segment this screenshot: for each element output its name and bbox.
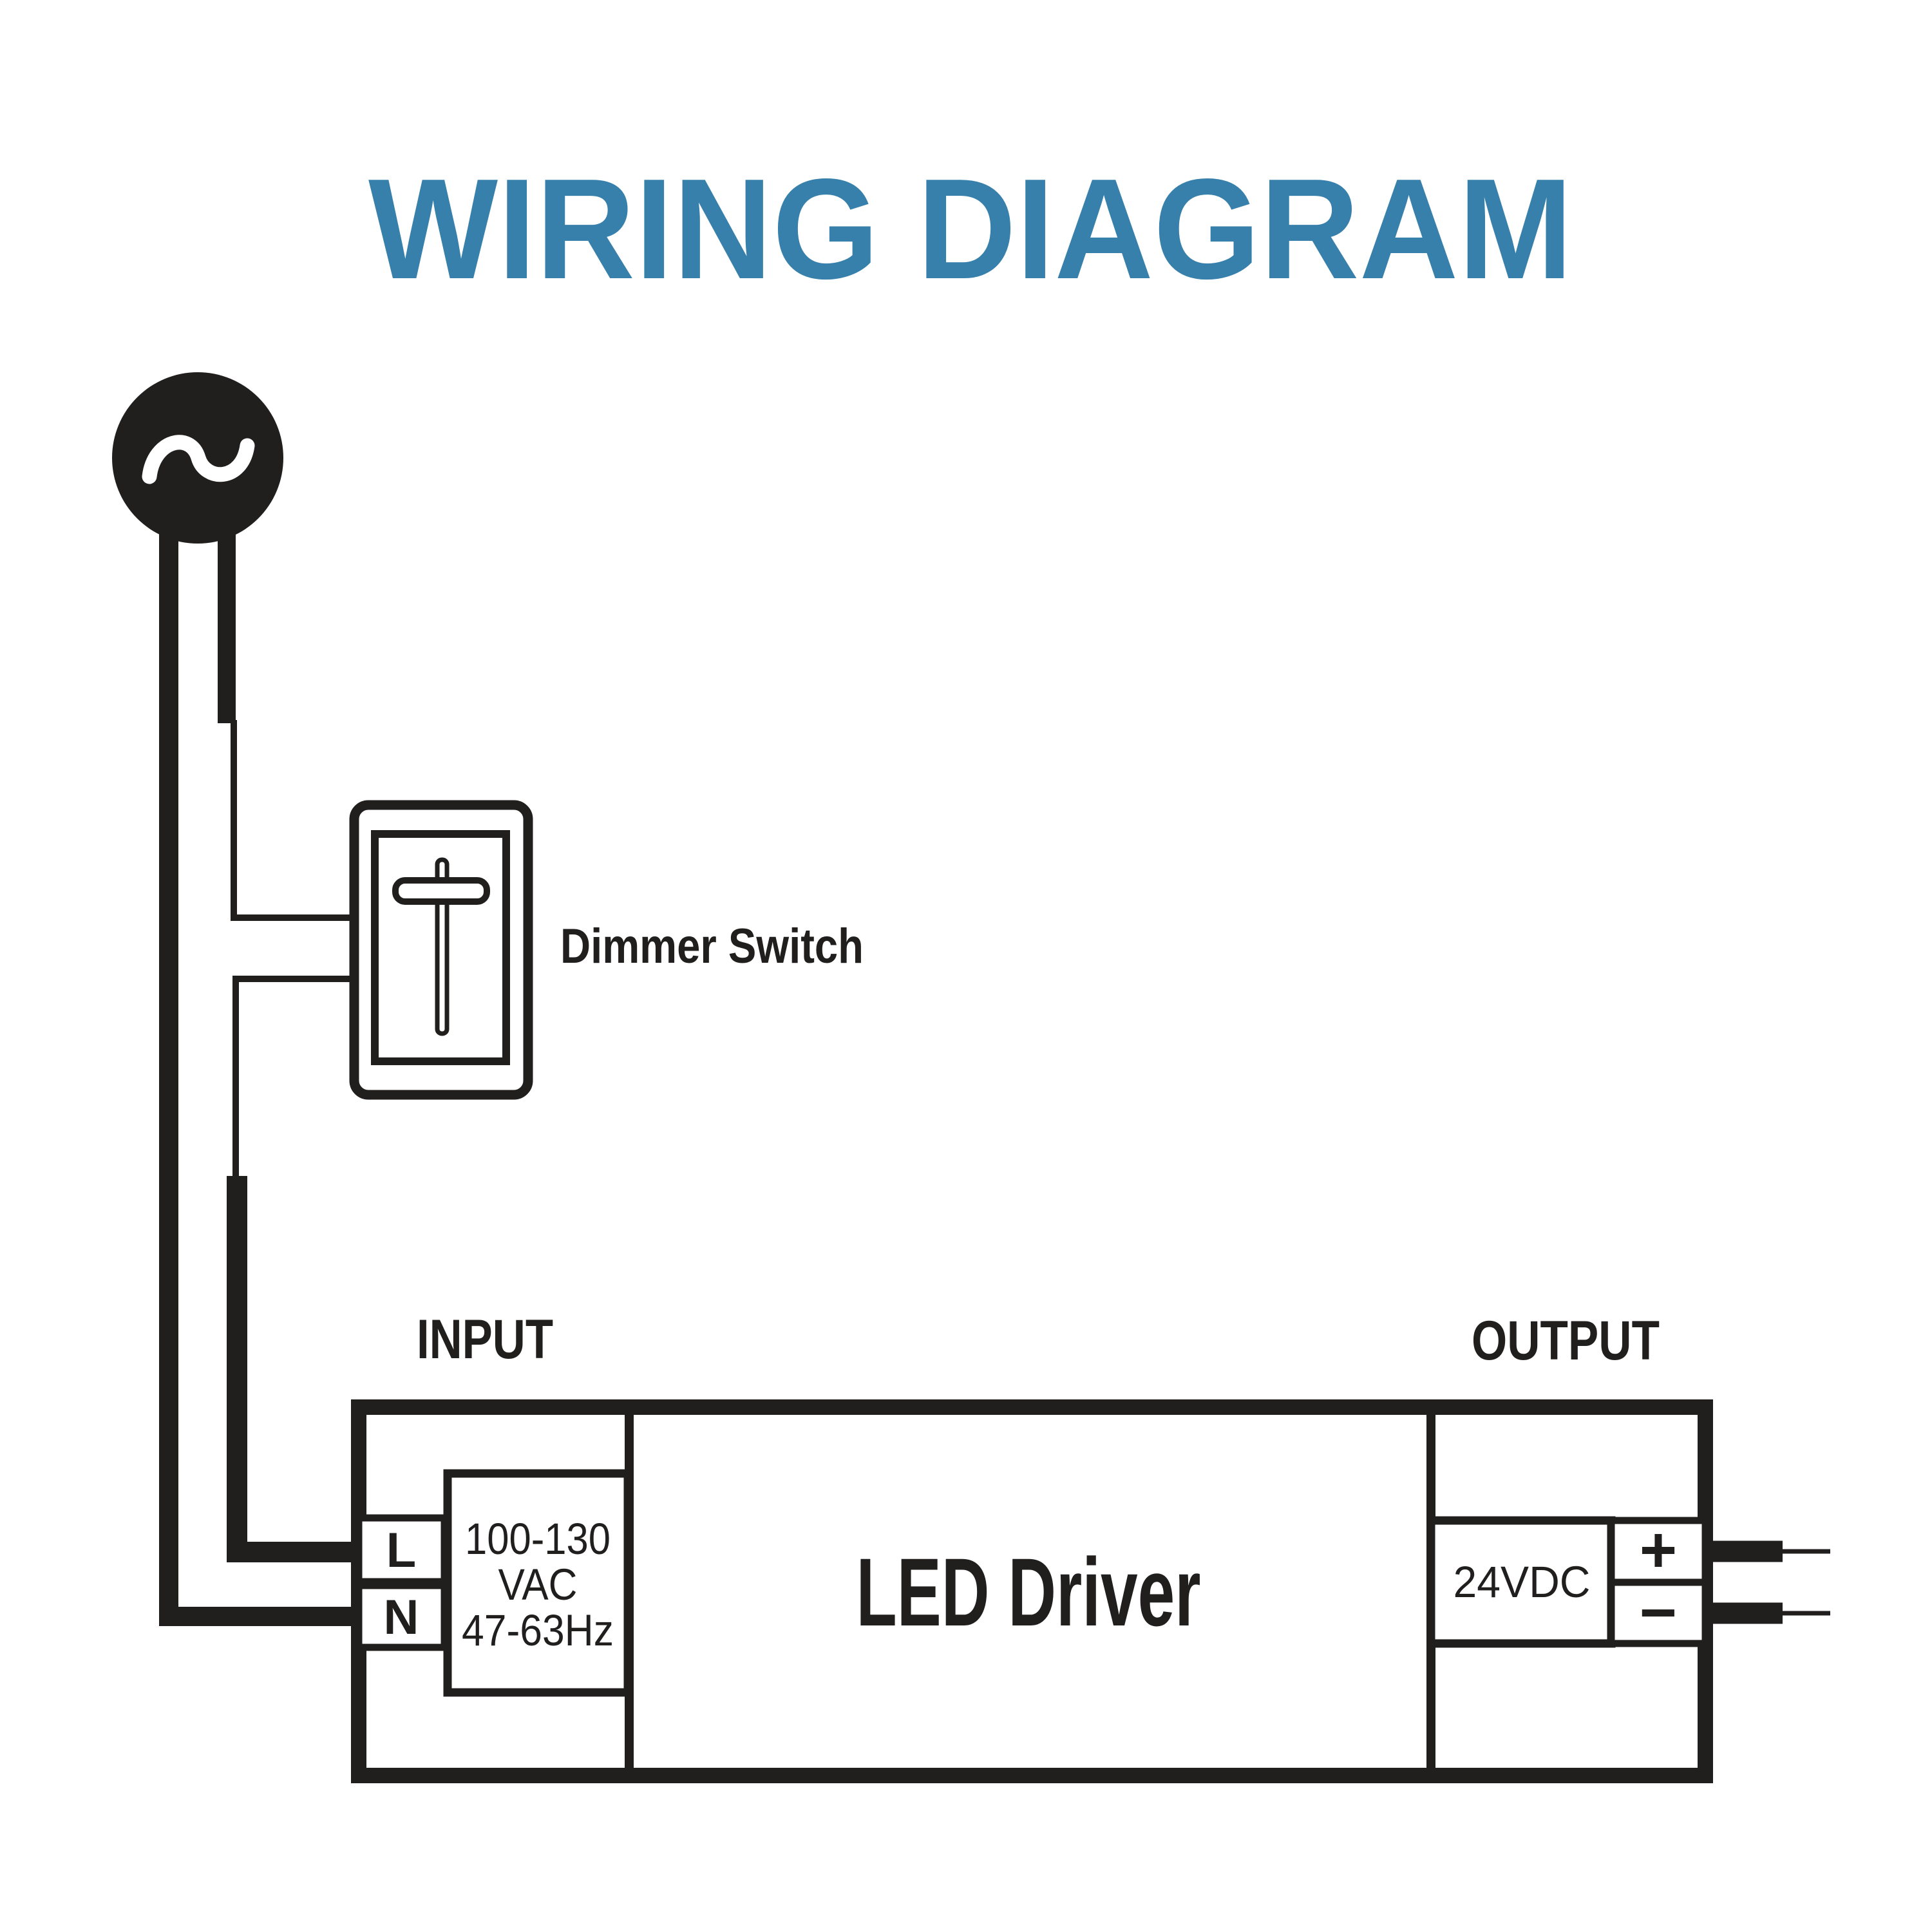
input-label: INPUT bbox=[417, 1309, 553, 1370]
negative-terminal-box bbox=[1607, 1578, 1709, 1647]
input-rating-line1: 100-130 bbox=[465, 1514, 611, 1564]
output-label: OUTPUT bbox=[1472, 1310, 1660, 1372]
live-terminal-label: L bbox=[386, 1523, 416, 1578]
dimmer-return-wire bbox=[227, 976, 364, 1562]
output-terminal-cluster bbox=[1426, 1516, 1709, 1648]
dimmer-slider-handle bbox=[392, 877, 490, 905]
live-wire bbox=[218, 509, 355, 921]
input-rating-line2: VAC bbox=[498, 1560, 578, 1609]
dimmer-switch-icon bbox=[349, 800, 533, 1100]
led-driver-label: LED Driver bbox=[857, 1538, 1201, 1646]
dimmer-switch-label: Dimmer Switch bbox=[560, 919, 864, 974]
live-terminal-box bbox=[355, 1514, 448, 1586]
sine-wave-icon bbox=[142, 435, 255, 484]
negative-terminal-label: − bbox=[1640, 1577, 1677, 1649]
output-rating-box bbox=[1426, 1516, 1616, 1648]
page-title: WIRING DIAGRAM bbox=[368, 149, 1573, 309]
neutral-wire bbox=[159, 509, 364, 1626]
neutral-terminal-label: N bbox=[384, 1590, 419, 1645]
output-rating-label: 24VDC bbox=[1454, 1557, 1591, 1607]
input-rating-line3: 47-63Hz bbox=[462, 1605, 614, 1655]
ac-source-icon bbox=[112, 372, 283, 544]
positive-terminal-label: + bbox=[1640, 1514, 1677, 1586]
neutral-terminal-box bbox=[355, 1582, 448, 1651]
input-terminal-cluster bbox=[355, 1469, 632, 1697]
